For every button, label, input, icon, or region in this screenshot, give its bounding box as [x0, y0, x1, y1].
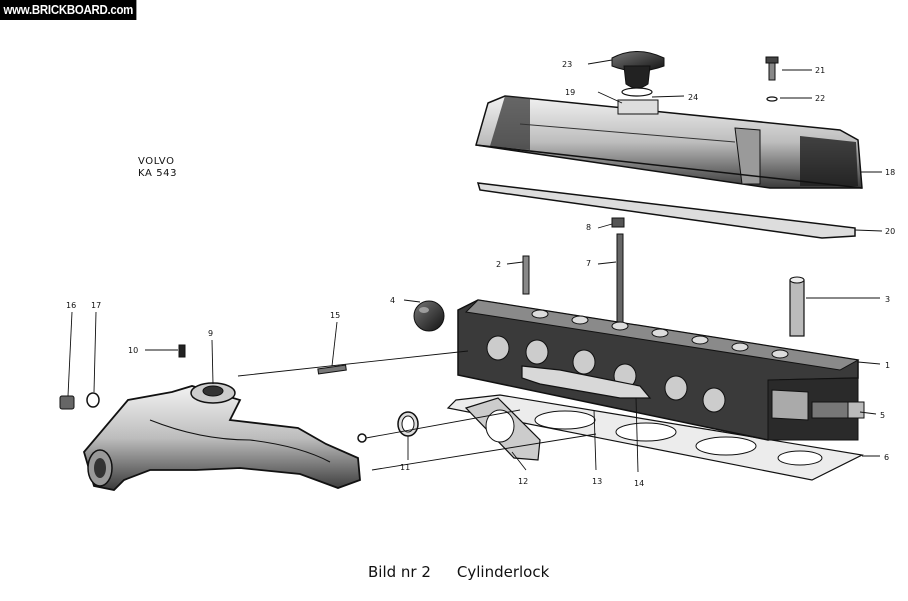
callout-label: 3	[885, 295, 890, 304]
model-designation: VOLVO KA 543	[138, 156, 177, 180]
stud-nut	[611, 217, 625, 228]
small-washer	[357, 433, 367, 443]
sealing-ring	[397, 411, 419, 437]
callout-label: 4	[390, 296, 395, 305]
model-brand: VOLVO	[138, 156, 175, 167]
callout-label: 15	[330, 311, 340, 320]
callout-label: 23	[562, 60, 572, 69]
manifold-gasket	[521, 365, 652, 399]
callout-label: 16	[66, 301, 76, 310]
callout-label: 1	[885, 361, 890, 370]
callout-label: 12	[518, 477, 528, 486]
exhaust-manifold	[82, 382, 361, 491]
brickboard-watermark[interactable]: www.BRICKBOARD.com	[0, 0, 137, 20]
callout-label: 10	[128, 346, 138, 355]
callout-label: 5	[880, 411, 885, 420]
callout-label: 7	[586, 259, 591, 268]
long-stud	[616, 233, 624, 327]
callout-label: 9	[208, 329, 213, 338]
sleeve-tube	[789, 276, 805, 337]
callout-label: 13	[592, 477, 602, 486]
dowel-pin	[522, 255, 530, 295]
figure-title: Cylinderlock	[456, 563, 550, 581]
shaft	[811, 401, 865, 419]
flange-spacer	[464, 397, 541, 461]
callout-label: 17	[91, 301, 101, 310]
callout-label: 2	[496, 260, 501, 269]
cylinder-head-gasket	[446, 394, 864, 481]
valve-cover-gasket	[476, 182, 856, 239]
callout-labels: 1 2 3 4 5 6 7 8 9 10 11 11 12 13 14 15 1…	[66, 60, 895, 488]
manifold-washer	[86, 392, 100, 408]
figure-number: Bild nr 2	[368, 563, 431, 581]
callout-label: 11	[400, 463, 410, 472]
callout-label: 24	[688, 93, 698, 102]
small-stud	[178, 344, 186, 358]
callout-label: 22	[815, 94, 825, 103]
callout-label: 8	[586, 223, 591, 232]
manifold-nut	[59, 395, 75, 410]
cover-washer	[766, 96, 778, 102]
callout-label: 20	[885, 227, 895, 236]
figure-caption: Bild nr 2 Cylinderlock	[368, 563, 549, 581]
valve-cover	[475, 95, 863, 189]
callout-label: 14	[634, 479, 644, 488]
manifold-stud	[317, 364, 347, 375]
callout-label: 21	[815, 66, 825, 75]
callout-label: 19	[565, 88, 575, 97]
callout-label: 18	[885, 168, 895, 177]
cover-screw	[765, 56, 779, 81]
model-code: KA 543	[138, 168, 178, 179]
callout-label: 6	[884, 453, 889, 462]
ball-knob	[413, 300, 445, 332]
oil-filler-cap	[611, 51, 665, 97]
